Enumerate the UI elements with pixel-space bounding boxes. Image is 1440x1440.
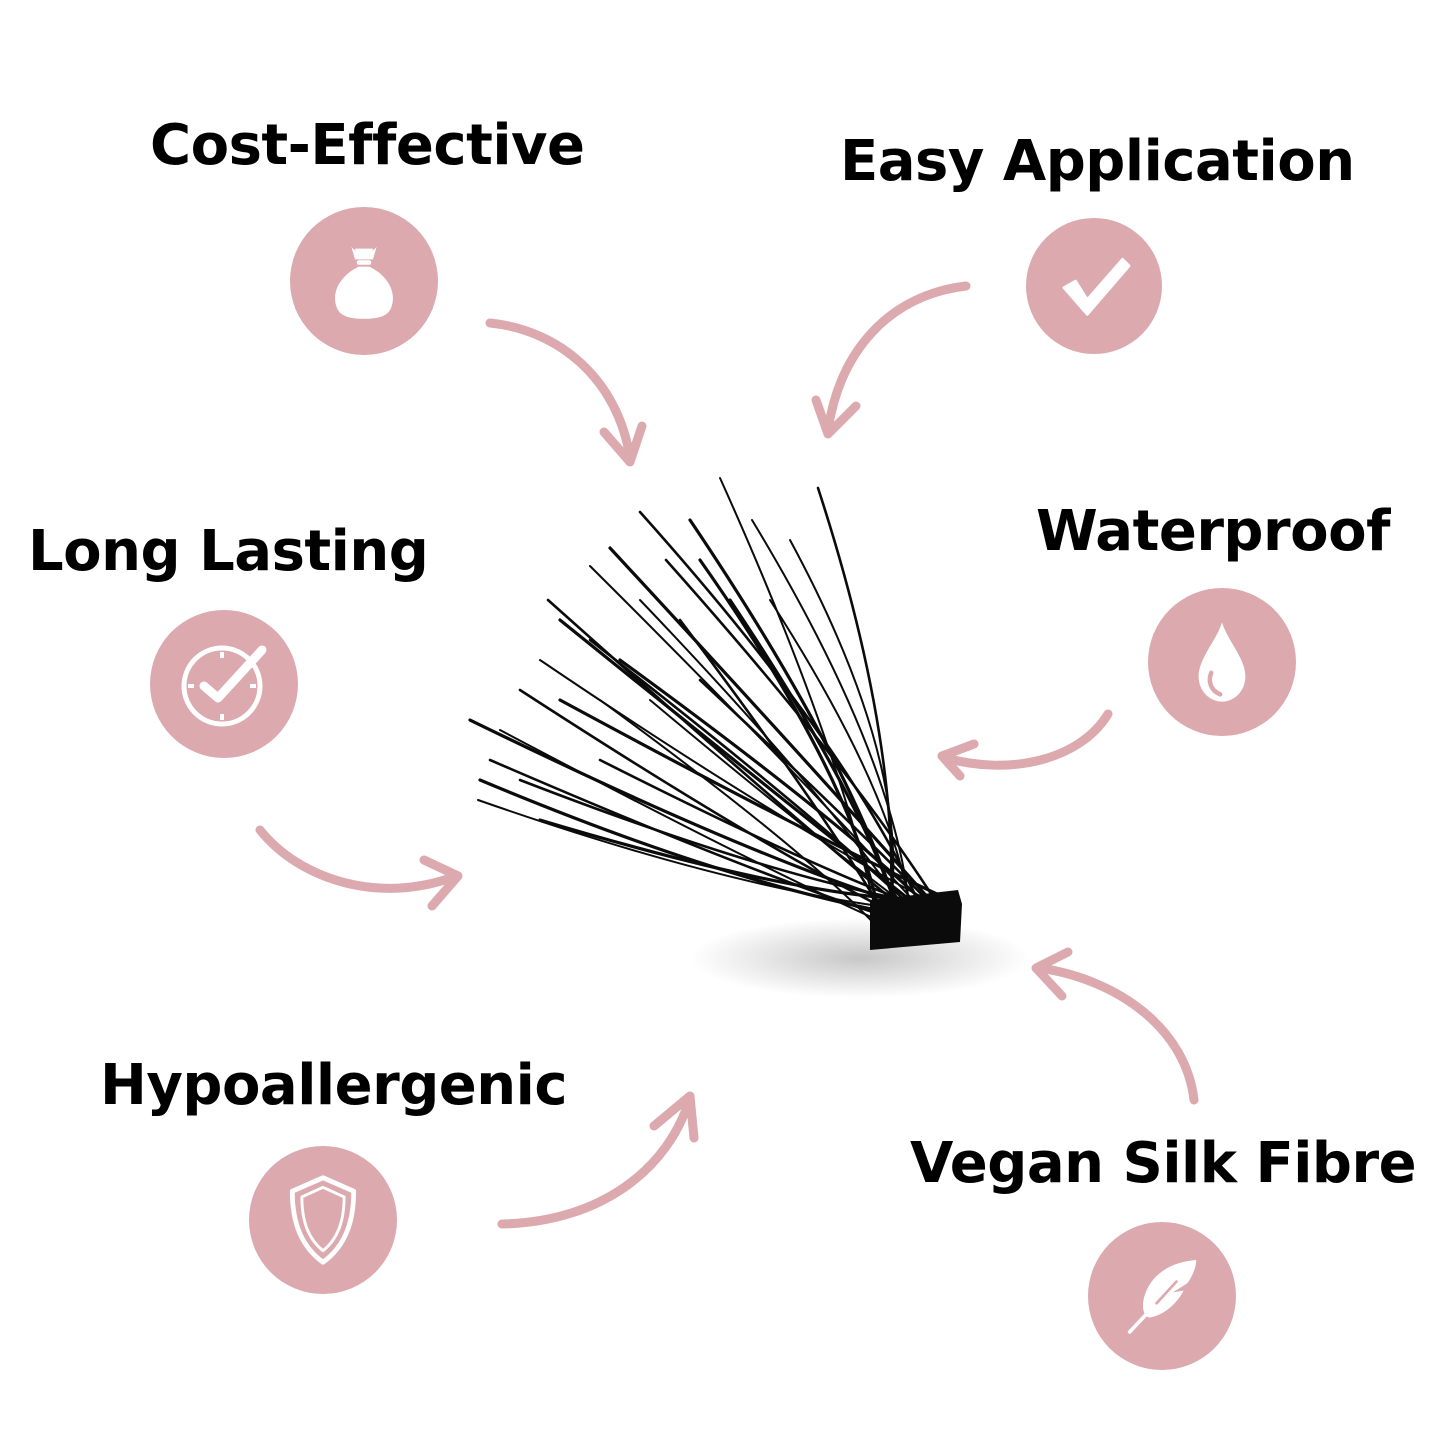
lash-strand bbox=[698, 558, 882, 920]
arrow-waterproof bbox=[941, 709, 1113, 770]
money-bag-icon bbox=[290, 207, 438, 355]
feature-label-cost-effective: Cost-Effective bbox=[150, 113, 585, 178]
lash-strand bbox=[649, 699, 941, 931]
feature-label-long-lasting: Long Lasting bbox=[28, 519, 429, 584]
lash-strand bbox=[698, 678, 952, 926]
lash-strand bbox=[719, 477, 881, 931]
feature-label-waterproof: Waterproof bbox=[1036, 499, 1390, 564]
lash-strand bbox=[618, 658, 942, 920]
feature-label-hypoallergenic: Hypoallergenic bbox=[100, 1053, 568, 1118]
lash-strand bbox=[558, 618, 912, 902]
clock-check-icon bbox=[150, 610, 298, 758]
lash-strand bbox=[538, 818, 932, 902]
lash-strand bbox=[688, 518, 902, 920]
lash-strand bbox=[477, 799, 931, 913]
shield-icon bbox=[249, 1146, 397, 1294]
lash-strand bbox=[546, 598, 902, 908]
arrow-cost-effective bbox=[485, 318, 635, 463]
lash-strand bbox=[589, 565, 941, 931]
feature-label-vegan-silk-fibre: Vegan Silk Fibre bbox=[910, 1131, 1417, 1196]
arrow-long-lasting bbox=[255, 825, 461, 893]
lash-strand bbox=[816, 486, 893, 926]
water-drop-icon bbox=[1148, 588, 1296, 736]
lash-strand bbox=[598, 758, 922, 908]
lash-strand bbox=[478, 778, 922, 920]
lash-strand bbox=[751, 519, 911, 913]
lash-strand bbox=[588, 638, 932, 926]
lash-strand bbox=[769, 599, 911, 913]
lash-strand bbox=[488, 758, 912, 926]
lash-strand bbox=[608, 546, 932, 902]
lash-strand bbox=[789, 539, 895, 913]
lash-strand bbox=[468, 718, 892, 902]
lash-strand bbox=[638, 510, 922, 908]
feature-label-easy-application: Easy Application bbox=[840, 129, 1355, 194]
lash-strand bbox=[678, 618, 892, 926]
lash-strand bbox=[518, 688, 882, 908]
lash-strand bbox=[664, 558, 952, 926]
checkmark-icon bbox=[1026, 218, 1162, 354]
lash-strand bbox=[728, 598, 902, 920]
lash-strand bbox=[499, 729, 901, 931]
lash-strand bbox=[518, 778, 942, 908]
arrow-vegan-silk-fibre bbox=[1035, 963, 1199, 1105]
arrow-easy-application bbox=[823, 281, 971, 435]
lash-strand bbox=[539, 659, 951, 913]
feather-icon bbox=[1088, 1222, 1236, 1370]
lash-strand bbox=[599, 699, 881, 931]
lash-strand bbox=[558, 698, 952, 902]
lash-strand bbox=[639, 599, 921, 931]
